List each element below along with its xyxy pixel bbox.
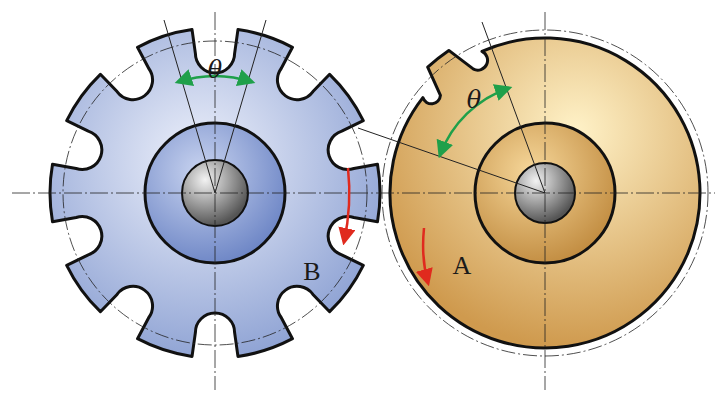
centre-lines [12, 12, 715, 390]
angle-arrow [440, 88, 509, 155]
rotation-arrow [423, 228, 428, 283]
rotation-arrow [344, 168, 349, 242]
gear-label: B [303, 259, 320, 285]
angle-label: θ [208, 58, 222, 82]
gear-label: A [453, 253, 472, 279]
reference-lines [164, 20, 545, 193]
angle-label: θ [467, 88, 481, 112]
